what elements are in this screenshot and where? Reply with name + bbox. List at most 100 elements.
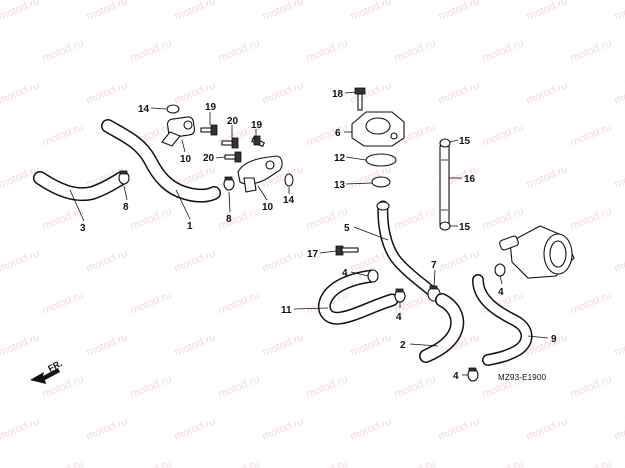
watermark-text: motod.ru bbox=[217, 205, 262, 232]
breather-tube-16 bbox=[439, 145, 450, 225]
watermark-text: motod.ru bbox=[569, 121, 614, 148]
callout-3: 3 bbox=[80, 223, 86, 234]
callout-19-right: 19 bbox=[251, 120, 263, 131]
clamp-4-upper-left bbox=[367, 269, 379, 283]
watermark-text: motod.ru bbox=[525, 163, 570, 190]
callout-7: 7 bbox=[431, 260, 437, 271]
clamp-4-lower-left bbox=[394, 288, 406, 303]
watermark-text: motod.ru bbox=[393, 457, 438, 468]
clamp-15-upper bbox=[439, 138, 451, 148]
watermark-text: motod.ru bbox=[129, 205, 174, 232]
watermark-text: motod.ru bbox=[437, 79, 482, 106]
front-arrow-label: FR. bbox=[46, 358, 63, 374]
leader-lines bbox=[69, 91, 549, 376]
watermark-text: motod.ru bbox=[481, 205, 526, 232]
callout-6: 6 bbox=[335, 128, 341, 139]
watermark-text: motod.ru bbox=[437, 247, 482, 274]
watermark-text: motod.ru bbox=[217, 37, 262, 64]
water-joint-10-lower bbox=[237, 155, 283, 193]
watermark-text: motod.ru bbox=[349, 0, 394, 23]
callout-10-lower: 10 bbox=[262, 202, 274, 213]
watermark-text: motod.ru bbox=[305, 121, 350, 148]
watermark-text: motod.ru bbox=[393, 373, 438, 400]
front-direction-arrow: FR. bbox=[30, 358, 64, 384]
watermark-text: motod.ru bbox=[41, 289, 86, 316]
hose-11 bbox=[318, 269, 399, 325]
watermark-text: motod.ru bbox=[129, 37, 174, 64]
watermark-text: motod.ru bbox=[569, 37, 614, 64]
watermark-text: motod.ru bbox=[129, 289, 174, 316]
watermark-text: motod.ru bbox=[393, 37, 438, 64]
watermark-text: motod.ru bbox=[217, 457, 262, 468]
bolt-19-upper bbox=[200, 124, 218, 136]
callout-13: 13 bbox=[334, 180, 346, 191]
watermark-text: motod.ru bbox=[349, 331, 394, 358]
watermark-text: motod.ru bbox=[613, 415, 625, 442]
callout-11: 11 bbox=[281, 305, 292, 316]
clamp-4-right bbox=[494, 263, 506, 277]
watermark-text: motod.ru bbox=[41, 37, 86, 64]
hose-1 bbox=[101, 119, 221, 203]
watermark-text: motod.ru bbox=[85, 331, 130, 358]
watermark-text: motod.ru bbox=[261, 247, 306, 274]
watermark-text: motod.ru bbox=[613, 331, 625, 358]
clamp-4-bottom bbox=[467, 367, 479, 382]
watermark-text: motod.ru bbox=[613, 163, 625, 190]
thermostat-13 bbox=[371, 176, 391, 188]
callout-1: 1 bbox=[187, 221, 193, 232]
hose-clamp-8-left bbox=[118, 170, 130, 185]
watermark-text: motod.ru bbox=[613, 79, 625, 106]
callout-4-upper-left: 4 bbox=[342, 268, 348, 279]
watermark-text: motod.ru bbox=[85, 415, 130, 442]
bolt-17 bbox=[335, 245, 359, 256]
bolt-20-upper bbox=[221, 137, 239, 149]
callout-20-upper: 20 bbox=[227, 116, 239, 127]
watermark-text: motod.ru bbox=[85, 0, 130, 23]
watermark-text: motod.ru bbox=[173, 415, 218, 442]
watermark-text: motod.ru bbox=[173, 0, 218, 23]
callout-20-lower: 20 bbox=[203, 153, 215, 164]
water-pipe-5 bbox=[376, 200, 436, 296]
callout-14-lower: 14 bbox=[283, 195, 295, 206]
watermark-text: motod.ru bbox=[613, 0, 625, 23]
watermark-text: motod.ru bbox=[349, 163, 394, 190]
o-ring-14-lower bbox=[284, 173, 294, 187]
callout-4-right: 4 bbox=[498, 287, 504, 298]
watermark-text: motod.ru bbox=[173, 331, 218, 358]
callout-10-upper: 10 bbox=[180, 154, 192, 165]
o-ring-14-upper bbox=[166, 104, 180, 114]
watermark-text: motod.ru bbox=[349, 415, 394, 442]
watermark-text: motod.ru bbox=[0, 247, 41, 274]
diagram-code: MZ93-E1900 bbox=[498, 373, 547, 382]
watermark-text: motod.ru bbox=[525, 79, 570, 106]
watermark-text: motod.ru bbox=[173, 247, 218, 274]
callout-8-right: 8 bbox=[226, 214, 232, 225]
watermark-text: motod.ru bbox=[85, 247, 130, 274]
callout-5: 5 bbox=[344, 223, 350, 234]
watermark-text: motod.ru bbox=[261, 79, 306, 106]
watermark-text: motod.ru bbox=[481, 457, 526, 468]
callout-12: 12 bbox=[334, 153, 346, 164]
watermark-text: motod.ru bbox=[0, 0, 41, 23]
hose-clamp-8-right bbox=[223, 176, 235, 191]
callout-19-upper: 19 bbox=[205, 102, 217, 113]
watermark-text: motod.ru bbox=[569, 289, 614, 316]
hose-3 bbox=[33, 171, 129, 202]
watermark-text: motod.ru bbox=[261, 0, 306, 23]
callout-15-lower: 15 bbox=[459, 222, 471, 233]
watermark-text: motod.ru bbox=[85, 79, 130, 106]
watermark-text: motod.ru bbox=[481, 121, 526, 148]
callout-16: 16 bbox=[464, 174, 476, 185]
watermark-text: motod.ru bbox=[41, 121, 86, 148]
watermark-text: motod.ru bbox=[525, 0, 570, 23]
watermark-text: motod.ru bbox=[129, 373, 174, 400]
callout-15-upper: 15 bbox=[459, 136, 471, 147]
callout-17: 17 bbox=[307, 249, 319, 260]
hose-9 bbox=[472, 274, 533, 366]
callout-2: 2 bbox=[400, 340, 406, 351]
watermark-text: motod.ru bbox=[305, 37, 350, 64]
bolt-18 bbox=[354, 87, 366, 111]
watermark-text: motod.ru bbox=[129, 457, 174, 468]
watermark-text: motod.ru bbox=[0, 331, 41, 358]
